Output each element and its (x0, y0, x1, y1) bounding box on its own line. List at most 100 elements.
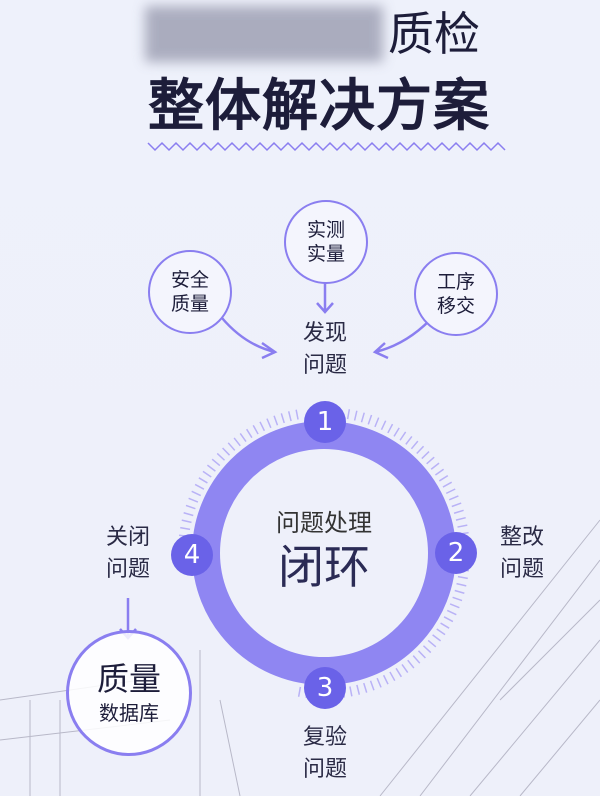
tick-mark (367, 414, 373, 425)
tick-mark (453, 509, 464, 514)
title-line2: 整体解决方案 (148, 74, 490, 139)
label: 移交 (436, 295, 475, 317)
title-line1: 质检 (388, 7, 480, 61)
tick-mark (380, 420, 387, 431)
db-title: 质量 (96, 660, 161, 698)
tick-mark (280, 413, 285, 424)
tick-mark (457, 524, 468, 528)
text: 问题 (302, 757, 347, 782)
tick-mark (252, 424, 259, 435)
tick-mark (349, 686, 353, 697)
step-1-label: 发现问题 (285, 318, 365, 382)
tick-mark (295, 409, 299, 420)
tick-mark (227, 442, 236, 451)
tick-mark (410, 440, 419, 450)
text: 整改 (499, 525, 544, 550)
tick-mark (457, 575, 468, 580)
text: 复验 (302, 725, 347, 750)
tick-mark (436, 628, 446, 636)
tick-mark (434, 468, 445, 476)
tick-mark (449, 603, 460, 609)
tick-mark (399, 431, 407, 441)
tick-mark (405, 435, 413, 445)
tick-mark (417, 650, 426, 659)
tick-mark (454, 589, 465, 594)
text: 问题 (499, 557, 544, 582)
tick-mark (222, 447, 231, 456)
tick-mark (363, 682, 368, 693)
tick-mark (426, 456, 435, 465)
tick-mark (443, 616, 454, 623)
zigzag-underline (147, 141, 506, 152)
tick-mark (188, 497, 199, 503)
label: 实测 (306, 219, 345, 241)
tick-mark (211, 458, 221, 467)
center-title: 闭环 (278, 540, 370, 594)
source-handover: 工序移交 (414, 252, 498, 336)
tick-mark (430, 462, 440, 470)
db-subtitle: 数据库 (99, 701, 159, 725)
tick-mark (455, 516, 466, 521)
tick-mark (181, 519, 192, 524)
tick-mark (456, 582, 467, 587)
step-4-badge: 4 (171, 534, 213, 576)
tick-mark (216, 452, 226, 461)
step-3-badge: 3 (304, 667, 346, 709)
blurred-company-name (145, 6, 383, 62)
tick-mark (395, 667, 403, 678)
tick-mark (412, 655, 421, 664)
text: 问题 (302, 353, 347, 378)
label: 工序 (436, 271, 475, 293)
label: 质量 (170, 293, 209, 315)
tick-mark (401, 663, 409, 674)
text: 发现 (302, 321, 347, 346)
tick-mark (356, 684, 361, 695)
label: 安全 (170, 269, 209, 291)
tick-mark (266, 418, 272, 429)
tick-mark (427, 639, 437, 648)
tick-mark (183, 512, 194, 517)
tick-mark (446, 609, 457, 616)
tick-mark (422, 645, 432, 654)
step-1-badge: 1 (304, 401, 346, 443)
tick-mark (239, 432, 247, 443)
text: 关闭 (105, 525, 150, 550)
tick-mark (245, 428, 253, 439)
source-safety-quality: 安全质量 (148, 250, 232, 334)
tick-mark (273, 415, 279, 426)
tick-mark (297, 686, 302, 697)
tick-mark (206, 464, 216, 472)
tick-mark (259, 421, 266, 432)
step-4-label: 关闭问题 (88, 522, 168, 586)
tick-mark (442, 481, 453, 488)
center-text: 问题处理 闭环 (224, 508, 424, 596)
tick-mark (451, 502, 462, 508)
text: 问题 (105, 557, 150, 582)
step-3-label: 复验问题 (285, 722, 365, 786)
tick-mark (180, 526, 191, 531)
tick-mark (233, 437, 241, 447)
tick-mark (353, 410, 358, 421)
tick-mark (376, 677, 382, 688)
tick-mark (194, 483, 205, 490)
tick-mark (198, 477, 208, 484)
tick-mark (416, 445, 425, 455)
tick-mark (374, 417, 380, 428)
tick-mark (287, 411, 292, 422)
tick-mark (421, 451, 430, 460)
source-measurement: 实测实量 (284, 200, 368, 284)
quality-database: 质量 数据库 (66, 630, 192, 756)
tick-mark (360, 412, 365, 423)
tick-mark (407, 659, 415, 669)
tick-mark (438, 474, 449, 482)
tick-mark (452, 596, 463, 602)
step-2-badge: 2 (435, 532, 477, 574)
tick-mark (445, 488, 456, 495)
tick-mark (389, 671, 396, 682)
arrows (119, 282, 431, 640)
center-subtitle: 问题处理 (276, 509, 372, 537)
tick-mark (202, 470, 212, 478)
step-2-label: 整改问题 (482, 522, 562, 586)
tick-mark (387, 423, 394, 434)
